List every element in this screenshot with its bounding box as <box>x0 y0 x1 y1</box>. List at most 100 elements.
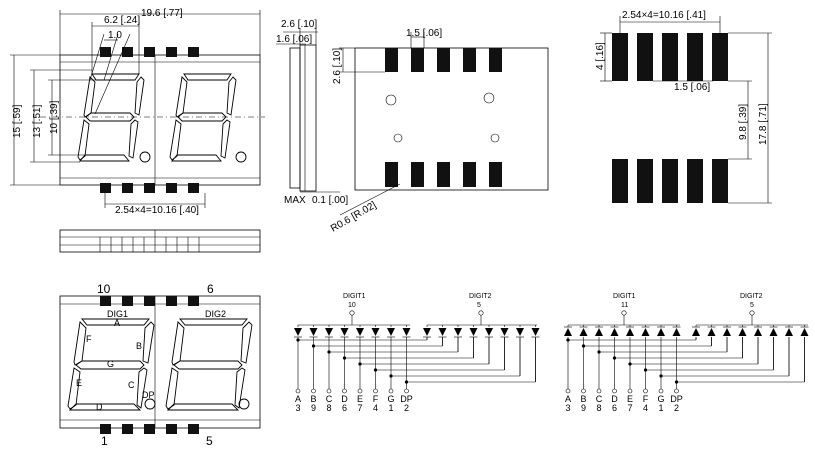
diode-1-2 <box>579 325 588 346</box>
dig1-label: DIG1 <box>107 309 128 319</box>
seg-label-d: D <box>96 402 103 412</box>
diode-1-8 <box>402 325 411 382</box>
pin-view-bottom-pins <box>385 162 502 187</box>
schem-pin-num-e: 7 <box>627 403 632 413</box>
schem-pin-num-a: 3 <box>565 403 570 413</box>
dim-side-a: 2.6 [.10] <box>281 19 317 30</box>
bus-a <box>565 337 697 394</box>
schem-pin-num-a: 3 <box>295 403 300 413</box>
schem-pin-seg-e: E <box>357 394 363 404</box>
pad-layout: 2.54×4=10.16 [.41] 4 [.16] 1.5 [.06] 9.8… <box>595 10 772 204</box>
schem-left-digit1-pin: 10 <box>348 302 356 309</box>
bus-e <box>627 337 759 394</box>
seg-label-e: E <box>76 378 82 388</box>
dim-pad-gap: 9.8 [.39] <box>738 104 749 140</box>
dim-pad-total: 17.8 [.71] <box>758 103 769 145</box>
front-body-outline <box>59 54 261 186</box>
schem-left-digit1: DIGIT1 <box>343 293 366 300</box>
schem-pin-num-g: 1 <box>658 403 663 413</box>
diode-1-8 <box>672 325 681 382</box>
seg-label-g: G <box>107 359 114 369</box>
schem-pin-seg-c: C <box>596 394 603 404</box>
dim-segment-width: 1.0 <box>108 30 122 41</box>
pin-label-1: 1 <box>101 434 108 448</box>
schem-pin-seg-b: B <box>310 394 316 404</box>
schem-pin-num-d: 6 <box>612 403 617 413</box>
pinout-digit-2 <box>165 318 253 411</box>
schem-pin-seg-d: D <box>341 394 348 404</box>
bus-dp <box>674 337 805 394</box>
pinout-view: 10 6 1 5 DIG1 DIG2 A B C D E F G DP <box>59 282 261 448</box>
schem-pin-seg-a: A <box>295 394 301 404</box>
pin-label-6: 6 <box>207 282 214 296</box>
bus-c <box>596 337 728 394</box>
dim-digit-width: 6.2 [.24] <box>104 15 140 26</box>
dim-pad-len: 4 [.16] <box>595 42 606 70</box>
schem-pin-num-f: 4 <box>373 403 378 413</box>
bus-b <box>581 337 712 394</box>
schem-pin-num-dp: 2 <box>404 403 409 413</box>
pin-view: 1.5 [.06] 2.6 [.10] R0.6 [R.02] <box>329 28 549 235</box>
diode-1-1 <box>564 325 572 340</box>
dim-pin-len: 2.6 [.10] <box>332 48 343 84</box>
bus-c <box>326 337 459 394</box>
front-view: 19.6 [.77] 6.2 [.24] 1.0 15 [.59] 13 [.5… <box>10 8 265 216</box>
schem-pin-seg-dp: DP <box>400 394 413 404</box>
dim-height-total: 15 [.59] <box>12 104 23 138</box>
dim-height-segment: 10 [.39] <box>49 100 60 134</box>
schem-pin-seg-g: G <box>387 394 394 404</box>
schem-pin-num-d: 6 <box>342 403 347 413</box>
pin-label-5: 5 <box>206 434 213 448</box>
front-bottom-pins <box>100 183 199 193</box>
diode-1-5 <box>356 325 364 364</box>
seg-label-dp: DP <box>142 390 155 400</box>
diode-1-2 <box>309 325 318 346</box>
bus-dp <box>404 337 536 394</box>
dim-side-max: MAX <box>284 195 306 206</box>
schem-left-digit2-pin: 5 <box>477 302 481 309</box>
pad-layout-top <box>612 33 728 81</box>
schem-pin-num-b: 9 <box>581 403 586 413</box>
side-view: 2.6 [.10] 1.6 [.06] MAX 0.1 [.00] <box>276 19 348 206</box>
bus-b <box>311 337 443 394</box>
dim-side-b: 1.6 [.06] <box>276 34 312 45</box>
dim-pad-width: 1.5 [.06] <box>674 82 710 93</box>
seg-label-c: C <box>128 380 135 390</box>
pinout-digit-1: A B C D E F G DP <box>67 318 156 412</box>
dim-height-digit: 13 [.51] <box>32 104 43 138</box>
bus-d <box>342 337 474 394</box>
schem-pin-num-b: 9 <box>311 403 316 413</box>
schem-pin-num-f: 4 <box>643 403 648 413</box>
diode-1-6 <box>371 325 380 370</box>
schem-pin-num-dp: 2 <box>674 403 679 413</box>
dim-pin-width: 1.5 [.06] <box>406 28 442 39</box>
schem-pin-seg-b: B <box>580 394 586 404</box>
schem-pin-seg-c: C <box>326 394 333 404</box>
seg-label-f: F <box>86 334 92 344</box>
front-digit-2 <box>169 73 247 163</box>
schem-right-digit1-pin: 11 <box>621 302 628 309</box>
diode-1-7 <box>657 325 665 376</box>
diode-1-5 <box>626 325 634 364</box>
diode-1-7 <box>387 325 395 376</box>
schem-left-digit2: DIGIT2 <box>469 293 492 300</box>
pad-layout-bottom <box>612 159 728 203</box>
front-digit-1 <box>77 73 151 163</box>
schem-pin-num-c: 8 <box>596 403 601 413</box>
schem-right-digit1: DIGIT1 <box>613 293 636 300</box>
schem-pin-num-c: 8 <box>326 403 331 413</box>
schem-pin-seg-f: F <box>373 394 379 404</box>
schem-pin-num-g: 1 <box>388 403 393 413</box>
dig2-label: DIG2 <box>205 309 226 319</box>
bus-f <box>643 337 774 394</box>
bus-f <box>373 337 505 394</box>
bus-g <box>388 337 521 394</box>
schem-right-digit2-pin: 5 <box>750 302 754 309</box>
schem-pin-seg-f: F <box>643 394 649 404</box>
bottom-view <box>59 229 261 253</box>
diode-1-6 <box>641 325 650 370</box>
bus-e <box>357 337 490 394</box>
